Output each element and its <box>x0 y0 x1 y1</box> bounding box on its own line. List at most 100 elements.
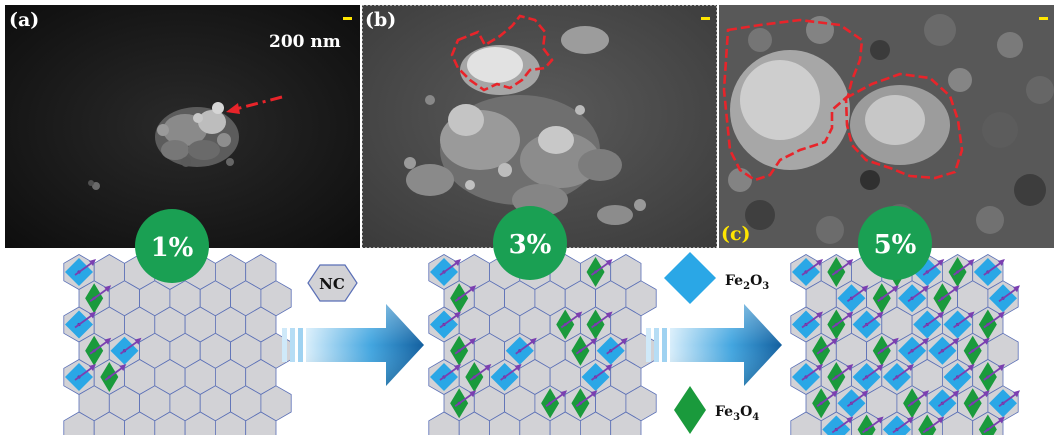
moment-arrow-head <box>891 337 899 345</box>
moment-arrow-head <box>831 337 839 345</box>
moment-arrow-head <box>982 337 990 345</box>
moment-arrow-head <box>952 337 960 345</box>
moment-arrow-line <box>892 418 912 434</box>
moment-arrow-head <box>454 364 461 371</box>
moment-arrow-head <box>982 390 990 398</box>
moment-arrow-head <box>454 311 461 319</box>
moment-arrow-head <box>997 364 1005 371</box>
moment-arrow-head <box>831 390 839 398</box>
moment-arrow-line <box>591 366 611 381</box>
moment-arrow-head <box>876 364 884 371</box>
outline-region-c1 <box>722 18 864 182</box>
moment-arrow-line <box>89 287 109 302</box>
outline-region-b <box>450 14 554 92</box>
moment-arrow-line <box>500 366 520 381</box>
legend-fe3o4: Fe3O4 <box>674 386 759 434</box>
moment-arrow-head <box>997 311 1005 319</box>
moment-arrow-head <box>952 285 960 293</box>
moment-arrow-line <box>983 366 1003 381</box>
svg-text:Fe3O4: Fe3O4 <box>715 404 759 423</box>
fe3o4-sub1: 3 <box>733 412 740 423</box>
scale-bar <box>1039 17 1048 20</box>
moment-arrow-line <box>454 287 474 302</box>
moment-arrow-head <box>590 390 598 398</box>
moment-arrow-line <box>983 261 1003 276</box>
fe2o3-sub1: 2 <box>743 281 750 292</box>
moment-arrow-line <box>846 287 866 302</box>
fe2o3-diamond-icon <box>664 252 716 304</box>
moment-arrow-line <box>922 261 942 276</box>
hex-cell <box>610 411 642 435</box>
moment-arrow-line <box>846 392 866 407</box>
fe3o4-particle-icon <box>918 414 937 435</box>
moment-arrow-line <box>998 287 1018 302</box>
moment-arrow-head <box>104 285 112 293</box>
dash-dot-arrow <box>226 95 283 114</box>
moment-arrow-line <box>439 366 459 381</box>
moment-arrow-head <box>997 259 1005 266</box>
nc-label: NC <box>319 275 345 293</box>
moment-arrow-head <box>816 311 823 319</box>
moment-arrow-head <box>605 259 613 266</box>
moment-arrow-head <box>922 285 930 293</box>
nc-hexagon: NC <box>307 264 358 302</box>
moment-arrow-line <box>74 366 94 381</box>
moment-arrow-line <box>606 340 626 355</box>
moment-arrow-line <box>469 366 489 381</box>
moment-arrow-head <box>514 364 522 371</box>
moment-arrow-head <box>967 311 975 319</box>
moment-arrow-head <box>861 285 869 293</box>
badge-3pct-text: 3% <box>509 230 552 260</box>
moment-arrow-head <box>605 364 613 371</box>
hex-grid-1pct <box>63 254 292 435</box>
moment-arrow-line <box>545 392 565 407</box>
moment-arrow-line <box>937 287 957 302</box>
moment-arrow-head <box>967 364 975 371</box>
moment-arrow-line <box>801 313 821 329</box>
moment-arrow-line <box>801 261 821 276</box>
legend-fe2o3: Fe2O3 <box>664 252 769 304</box>
particle-cluster-b <box>404 26 646 225</box>
moment-arrow-head <box>560 390 568 398</box>
moment-arrow-head <box>876 311 884 319</box>
panel-label-b: (b) <box>365 9 396 31</box>
moment-arrow-line <box>454 340 474 355</box>
moment-arrow-line <box>922 418 942 434</box>
sem-panel-a: (a) 200 nm <box>5 5 360 248</box>
moment-arrow-head <box>134 337 142 345</box>
fe2o3-sub2: 3 <box>762 281 769 292</box>
svg-text:Fe2O3: Fe2O3 <box>725 273 769 292</box>
moment-arrow-head <box>846 416 854 424</box>
moment-arrow-head <box>1013 285 1021 293</box>
moment-arrow-line <box>953 313 973 329</box>
fe3o4-particle-icon <box>978 414 997 435</box>
moment-arrow-line <box>831 418 851 434</box>
outline-region-c2 <box>844 72 964 180</box>
moment-arrow-head <box>937 416 945 424</box>
fe3o4-particle-icon <box>857 414 876 435</box>
badge-1pct-text: 1% <box>151 233 194 263</box>
moment-arrow-line <box>937 340 957 355</box>
moment-arrow-line <box>816 340 836 355</box>
moment-arrow-line <box>591 261 611 276</box>
moment-arrow-head <box>469 337 477 345</box>
moment-arrow-line <box>907 287 927 302</box>
moment-arrow-line <box>89 340 109 355</box>
moment-arrow-line <box>953 261 973 276</box>
moment-arrow-line <box>831 313 851 329</box>
moment-arrow-line <box>968 340 988 355</box>
moment-arrow-line <box>575 392 595 407</box>
scale-bar <box>701 17 710 20</box>
moment-arrow-head <box>620 337 628 345</box>
moment-arrow-line <box>439 261 459 276</box>
moment-arrow-head <box>89 259 96 266</box>
moment-arrow-line <box>892 366 912 381</box>
moment-arrow-line <box>983 313 1003 329</box>
moment-arrow-line <box>104 366 124 381</box>
moment-arrow-line <box>953 366 973 381</box>
moment-arrow-line <box>877 287 897 302</box>
moment-arrow-head <box>937 259 945 266</box>
moment-arrow-line <box>862 418 882 434</box>
moment-arrow-line <box>862 313 882 329</box>
